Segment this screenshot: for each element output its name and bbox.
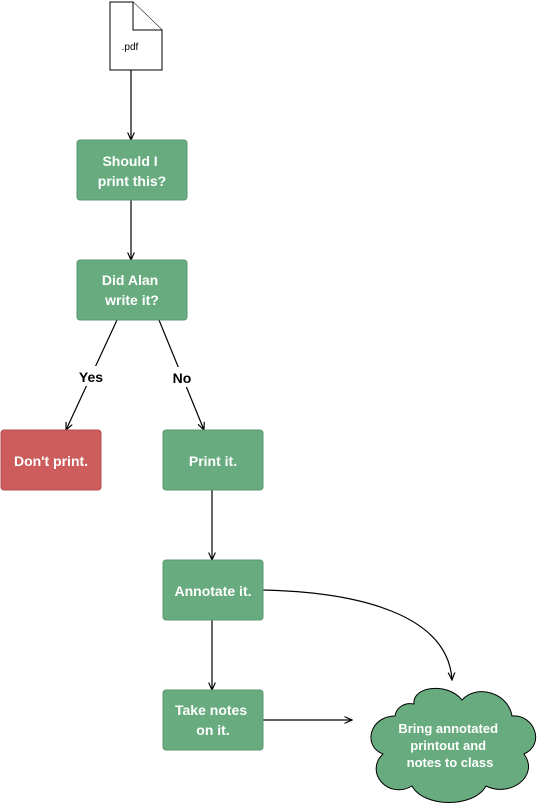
svg-text:Don't print.: Don't print. (14, 453, 88, 469)
cloud-icon (370, 687, 537, 803)
should-print-line1: Should I (102, 153, 157, 169)
take-notes-line1: Take notes (175, 702, 247, 718)
bring-line2: printout and (410, 738, 486, 753)
did-alan-line1: Did Alan (102, 272, 158, 288)
svg-text:Print it.: Print it. (189, 453, 237, 469)
take-notes-line2: on it. (196, 722, 229, 738)
edge-annotate-to-bring (261, 589, 452, 680)
did-alan-line2: write it? (104, 292, 159, 308)
node-take-notes: Take notes on it. (162, 689, 264, 751)
edge-label-no: No (173, 370, 192, 386)
svg-text:Did Alan write it?: Did Alan write it? (102, 272, 162, 308)
node-bring-cloud: Bring annotated printout and notes to cl… (370, 687, 537, 803)
node-print-it: Print it. (162, 429, 264, 491)
pdf-file-icon: .pdf (109, 1, 163, 71)
node-annotate: Annotate it. (162, 559, 264, 621)
file-label: .pdf (122, 42, 139, 53)
print-it-line1: Print it. (189, 453, 237, 469)
bring-line3: notes to class (407, 755, 494, 770)
svg-text:Bring annotated printout: Bring annotated printout and notes to cl… (398, 721, 501, 770)
svg-text:Should I print this?: Should I print this? (98, 153, 166, 189)
bring-line1: Bring annotated (398, 721, 498, 736)
edge-label-yes: Yes (79, 369, 103, 385)
svg-text:Annotate it.: Annotate it. (175, 583, 252, 599)
dont-print-line1: Don't print. (14, 453, 88, 469)
node-should-print: Should I print this? (76, 139, 188, 201)
node-did-alan: Did Alan write it? (76, 259, 188, 321)
node-dont-print: Don't print. (0, 429, 102, 491)
annotate-line1: Annotate it. (175, 583, 252, 599)
svg-text:Take notes on it.: Take notes on it. (175, 702, 251, 738)
should-print-line2: print this? (98, 173, 166, 189)
